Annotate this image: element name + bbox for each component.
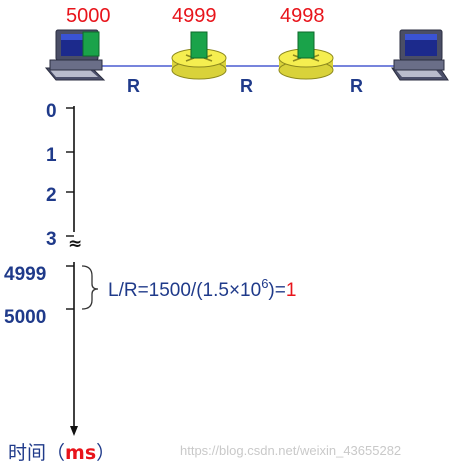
packet-label-router-2: 4998 (280, 5, 325, 27)
formula-result: 1 (286, 280, 297, 301)
packet-at-host-icon (82, 31, 100, 57)
watermark-text: https://blog.csdn.net/weixin_43655282 (180, 443, 401, 458)
link-label-1: R (127, 76, 140, 96)
axis-title-unit: ms (65, 442, 96, 464)
formula-suffix: )= (268, 280, 285, 301)
packet-at-router-2-icon (297, 31, 315, 59)
packet-label-router-1: 4999 (172, 5, 217, 27)
tick-label-3: 3 (46, 229, 57, 250)
packet-at-router-1-icon (190, 31, 208, 59)
tick-label-0: 0 (46, 101, 57, 122)
router-2-icon (278, 48, 334, 80)
link-label-3: R (350, 76, 363, 96)
axis-break-symbol: ≈ (68, 234, 82, 254)
axis-title-close: ） (96, 442, 115, 464)
interval-brace (81, 265, 99, 310)
tick-label-2: 2 (46, 185, 57, 206)
formula-prefix: L/R=1500/(1.5×10 (108, 280, 261, 301)
axis-title-label: 时间（ (8, 442, 65, 464)
tick-label-4999: 4999 (4, 264, 46, 285)
time-axis-arrow-icon (70, 426, 78, 436)
formula-exponent: 6 (261, 276, 268, 291)
tick-label-5000: 5000 (4, 307, 46, 328)
packet-label-host: 5000 (66, 5, 111, 27)
right-host-computer-icon (391, 29, 449, 81)
link-label-2: R (240, 76, 253, 96)
router-1-icon (171, 48, 227, 80)
tick-label-1: 1 (46, 145, 57, 166)
transmission-delay-formula: L/R=1500/(1.5×106)=1 (108, 276, 296, 301)
time-axis-title: 时间（ms） (8, 442, 115, 464)
